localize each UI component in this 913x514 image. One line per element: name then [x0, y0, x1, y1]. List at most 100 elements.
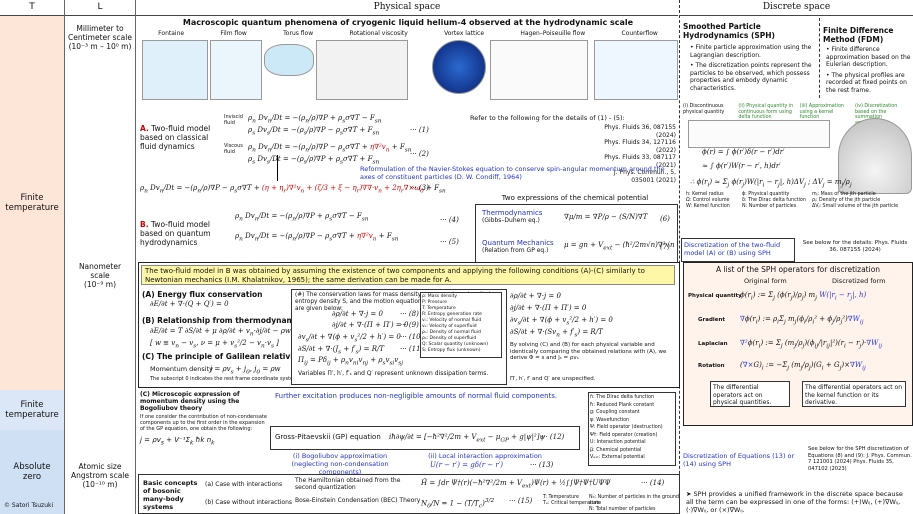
equation-6: ∇μ/m = ∇P/ρ − (S/N)∇T	[564, 213, 648, 221]
hamiltonian-eq: Ĥ = ∫dr Ψ†(r)(−ħ²∇²/2m + Vext)Ψ(r) + ½∫∫…	[421, 479, 611, 490]
flow-label: Hagen–Poiseuille flow	[520, 30, 586, 37]
note-left: The differential operators act on physic…	[710, 381, 790, 407]
chem-pot-box: Thermodynamics (Gibbs–Duhem eq.) ∇μ/m = …	[475, 204, 678, 268]
sph-title: Smoothed Particle Hydrodynamics (SPH)	[683, 22, 775, 40]
law-label-10: ··· (10)	[400, 333, 424, 341]
summary-note: ➤ SPH provides a unified framework in th…	[686, 490, 903, 514]
disc-form: Discretized form	[832, 277, 886, 285]
law-label-11: ··· (11)	[400, 345, 424, 353]
law-10: ∂vs/∂t + ∇(ϕ + vs²/2 + h′) = 0	[298, 333, 401, 344]
equation-2b: ρs Dvs/Dt = −(ρs/ρ)∇P + ρsσ∇T + Fsn	[248, 155, 380, 166]
right-eq-1: ∂ρ/∂t + ∇·j = 0	[510, 292, 561, 300]
variables-note: Variables Π′, h′, f′ₛ and Q′ represent u…	[298, 370, 489, 377]
sph-bullets: • Finite particle approximation using th…	[690, 44, 812, 92]
torus-flow-image	[264, 44, 314, 76]
kernel-surface-image	[838, 118, 912, 194]
scale-angstrom: Atomic size Angstrom scale (10⁻¹⁰ m)	[70, 462, 129, 489]
bec-legend-2: N₀: Number of particles in the ground st…	[589, 495, 679, 512]
model-b-label: B. Two-fluid model based on quantum hydr…	[140, 220, 211, 247]
scale-mm: Millimeter to Centimeter scale (10⁻³ m –…	[68, 24, 132, 51]
micro-block: (C) Microscopic expression of momentum d…	[140, 391, 267, 447]
disc-13-note: Discretization of Equations (13) or (14)…	[683, 452, 795, 468]
laws-note: (#) The conservation laws for mass densi…	[295, 292, 495, 312]
case-b: (b) Case without interactions	[205, 499, 293, 506]
right-eq-3: ∂vs/∂t + ∇(ϕ + vs²/2 + h′) = 0	[510, 316, 613, 327]
gp-label: Gross-Pitaevskii (GP) equation	[275, 433, 381, 441]
arrow-down	[277, 155, 278, 181]
gp-eq: iħ∂ψ/∂t = [−ħ²∇²/2m + Vext − μGP + g|ψ|²…	[389, 433, 545, 444]
momentum-label: Momentum density	[150, 365, 213, 373]
eq-label-1: ··· (1)	[410, 126, 429, 134]
hamiltonian-num: ··· (14)	[641, 479, 665, 487]
basic-box: Basic concepts of bosonic many-body syst…	[138, 474, 680, 514]
band-absolute-zero: Absolute zero	[0, 430, 64, 514]
case-a: (a) Case with interactions	[205, 481, 283, 488]
model-a-label: A. Two-fluid model based on classical fl…	[140, 124, 211, 151]
top-title: Macroscopic quantum phenomena of cryogen…	[182, 18, 634, 27]
rotational-viscosity-image	[316, 40, 408, 100]
sph-step-plots	[688, 120, 830, 148]
equation-7: μ = gn + Vext − (ħ²/2m√n)∇²√n	[564, 241, 675, 252]
local-num: ··· (13)	[530, 461, 554, 469]
divider	[135, 0, 136, 514]
see-below-1: See below for the details: Phys. Fluids …	[802, 240, 908, 253]
equation-4: ρn Dvn/Dt = −(ρn/ρ)∇P + ρsσ∇T − Fsn	[235, 212, 369, 223]
gp-box: Gross-Pitaevskii (GP) equation iħ∂ψ/∂t =…	[270, 426, 580, 450]
basic-title: Basic concepts of bosonic many-body syst…	[143, 479, 198, 511]
flow-label: Vortex lattice	[444, 30, 485, 37]
eq-label-6: (6)	[660, 215, 670, 223]
flow-label: Fontaine	[158, 30, 185, 37]
row-laplacian: Laplacian	[698, 341, 728, 347]
fontaine-image	[142, 40, 208, 100]
cond-b-eq: ∂E/∂t = T ∂S/∂t + μ ∂ρ/∂t + vn·∂j/∂t − ρ…	[150, 327, 312, 338]
eq-label-3: ··· (3)	[410, 184, 429, 192]
band-finite-temperature: Finite temperature	[0, 16, 64, 390]
cond-a: (A) Energy flux conservation	[142, 290, 263, 299]
sph-eq-2: ≈ ∫ ϕ(r′)W(r − r′, h)dr′	[702, 162, 781, 170]
cond-a-eq: ∂E/∂t + ∇·(Q + Q′) = 0	[150, 300, 229, 308]
header-discrete-space: Discrete space	[680, 0, 913, 16]
eq-label-2: ··· (2)	[410, 150, 429, 158]
thermo-sub: (Gibbs–Duhem eq.)	[482, 217, 540, 224]
flow-label: Torus flow	[283, 30, 314, 37]
law-9: ∂j/∂t + ∇·(Π + Π′) = 0	[332, 321, 409, 329]
hamiltonian-note: The Hamiltonian obtained from the second…	[295, 477, 401, 491]
bogoliubov-note: (i) Bogoliubov approximation (neglecting…	[291, 452, 389, 476]
equation-3: ρn Dvn/Dt = −(ρn/ρ)∇P − ρsσ∇T + (η + ηr)…	[140, 184, 446, 195]
sph-steps: (i) Discontinuous physical quantity (ii)…	[683, 104, 898, 126]
header-T: T	[0, 0, 64, 16]
operator-list-title: A list of the SPH operators for discreti…	[715, 265, 881, 274]
bec-eq: N0/N = 1 − (T/Tc)3/2	[421, 498, 495, 510]
op-eq-3: ∇²ϕ(ri) := Σj (mj/ρj)(ϕij/|rij|²)(ri − r…	[740, 339, 883, 350]
flow-labels: Fontaine Film flow Torus flow Rotational…	[140, 30, 676, 38]
gp-num: ··· (12)	[541, 433, 565, 441]
operator-list-box: A list of the SPH operators for discreti…	[683, 262, 913, 426]
row-physical: Physical quantity	[688, 293, 742, 299]
equation-2: ρn Dvn/Dt = −(ρn/ρ)∇P − ρsσ∇T + η∇²vn + …	[248, 143, 412, 154]
scale-nm: Nanometer scale (10⁻⁹ m)	[78, 262, 122, 289]
refs-list: Phys. Fluids 36, 087155 (2024) Phys. Flu…	[604, 124, 676, 184]
law-label-8: ··· (8)	[400, 310, 419, 318]
sph-eq-3: ∴ ϕ(ri) ≈ Σj ϕ(rj)W(|ri − rj|, h)ΔVj ; Δ…	[690, 178, 852, 189]
hagen-poiseuille-image	[490, 40, 588, 100]
op-eq-4: (∇×G)i := −Σj (mj/ρj)(Gi + Gj)×∇Wij	[740, 361, 866, 372]
yellow-note: The two-fluid model in B was obtained by…	[141, 265, 675, 285]
bec-label: Bose-Einstein Condensation (BEC) Theory	[295, 497, 421, 504]
cond-b: (B) Relationship from thermodynamics	[142, 316, 306, 325]
discretization-box: Discretization of the two-fluid model (A…	[681, 238, 795, 262]
divider	[64, 0, 65, 514]
band-finite-temperature-2: Finite temperature	[0, 390, 64, 430]
further-note: Further excitation produces non-negligib…	[275, 392, 558, 400]
right-eq-4: ∂S/∂t + ∇·(Svn + f′s) = R/T	[510, 328, 603, 339]
cond-b-eq2: [ w ≡ vn − vs, ν = μ + vs²/2 − vn·vs ]	[150, 339, 279, 350]
momentum-eq: j = ρvs + j0, j0 = ρw	[210, 365, 281, 376]
thermo-label: Thermodynamics	[482, 209, 543, 217]
sph-eq-1: ϕ(r) = ∫ ϕ(r′)δ(r − r′)dr′	[702, 148, 785, 156]
counterflow-image	[594, 40, 678, 100]
equation-1: ρn Dvn/Dt = −(ρn/ρ)∇P + ρsσ∇T − Fsn	[248, 114, 382, 125]
sph-fdm-divider	[819, 18, 820, 98]
eq-label-4: ··· (4)	[440, 216, 459, 224]
eq-label-7: (7)	[660, 243, 670, 251]
